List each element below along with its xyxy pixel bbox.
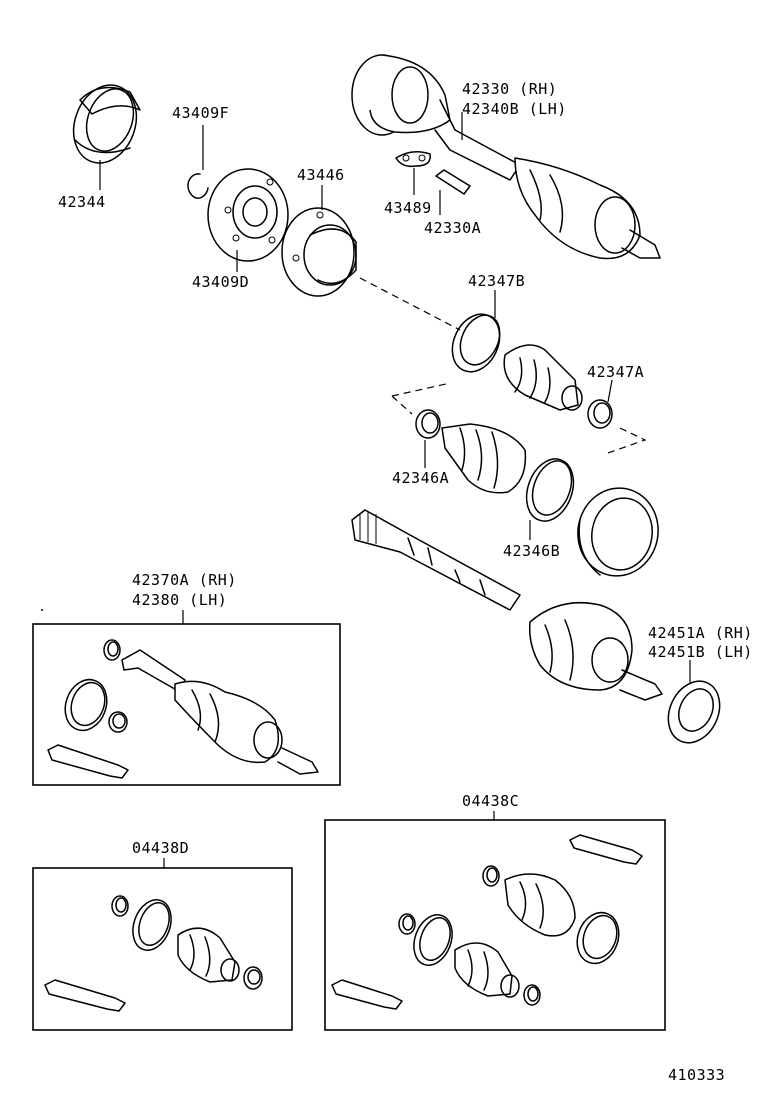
part-inboard-boot xyxy=(441,423,527,494)
part-outboard-boot xyxy=(503,344,583,411)
part-43409D-flange xyxy=(207,168,289,272)
label-04438D: 04438D xyxy=(132,839,189,857)
part-42347B-boot-band xyxy=(451,290,501,373)
box-04438D xyxy=(32,867,293,1031)
part-42346B-large-band xyxy=(525,458,575,540)
label-42330-rh: 42330 (RH) xyxy=(462,80,557,98)
label-04438C: 04438C xyxy=(462,792,519,810)
label-42340B-lh: 42340B (LH) xyxy=(462,100,567,118)
stray-dot xyxy=(41,609,43,611)
part-42346A-small-band xyxy=(415,409,441,468)
label-42451A-rh: 42451A (RH) xyxy=(648,624,753,642)
part-42344-deflector xyxy=(72,84,141,190)
box-42370A-42380 xyxy=(32,623,341,786)
diagram-number: 410333 xyxy=(668,1066,725,1084)
label-43489: 43489 xyxy=(384,199,432,217)
label-43446: 43446 xyxy=(297,166,345,184)
part-04438D-kit xyxy=(44,895,263,1012)
label-42451B-lh: 42451B (LH) xyxy=(648,643,753,661)
part-43409F-snap-ring xyxy=(187,125,209,199)
label-42346A: 42346A xyxy=(392,469,449,487)
part-tulip-housing xyxy=(577,487,659,577)
label-42370A-rh: 42370A (RH) xyxy=(132,571,237,589)
part-42330A-bolt xyxy=(435,169,471,215)
part-drive-shaft xyxy=(351,509,663,701)
part-42347A-small-band xyxy=(587,379,613,429)
label-42346B: 42346B xyxy=(503,542,560,560)
label-43409D: 43409D xyxy=(192,273,249,291)
label-42330A: 42330A xyxy=(424,219,481,237)
part-43489-lock-plate xyxy=(395,151,431,195)
box-04438C xyxy=(324,819,666,1031)
label-42347A: 42347A xyxy=(587,363,644,381)
label-43409F: 43409F xyxy=(172,104,229,122)
label-42347B: 42347B xyxy=(468,272,525,290)
part-43446-housing xyxy=(281,185,461,331)
label-42380-lh: 42380 (LH) xyxy=(132,591,227,609)
part-04438C-kit xyxy=(331,834,643,1010)
part-42451-oil-seal xyxy=(667,660,721,744)
part-42370A-assembly xyxy=(47,639,319,779)
part-42330-driveshaft-assembly xyxy=(351,54,661,260)
label-42344: 42344 xyxy=(58,193,106,211)
